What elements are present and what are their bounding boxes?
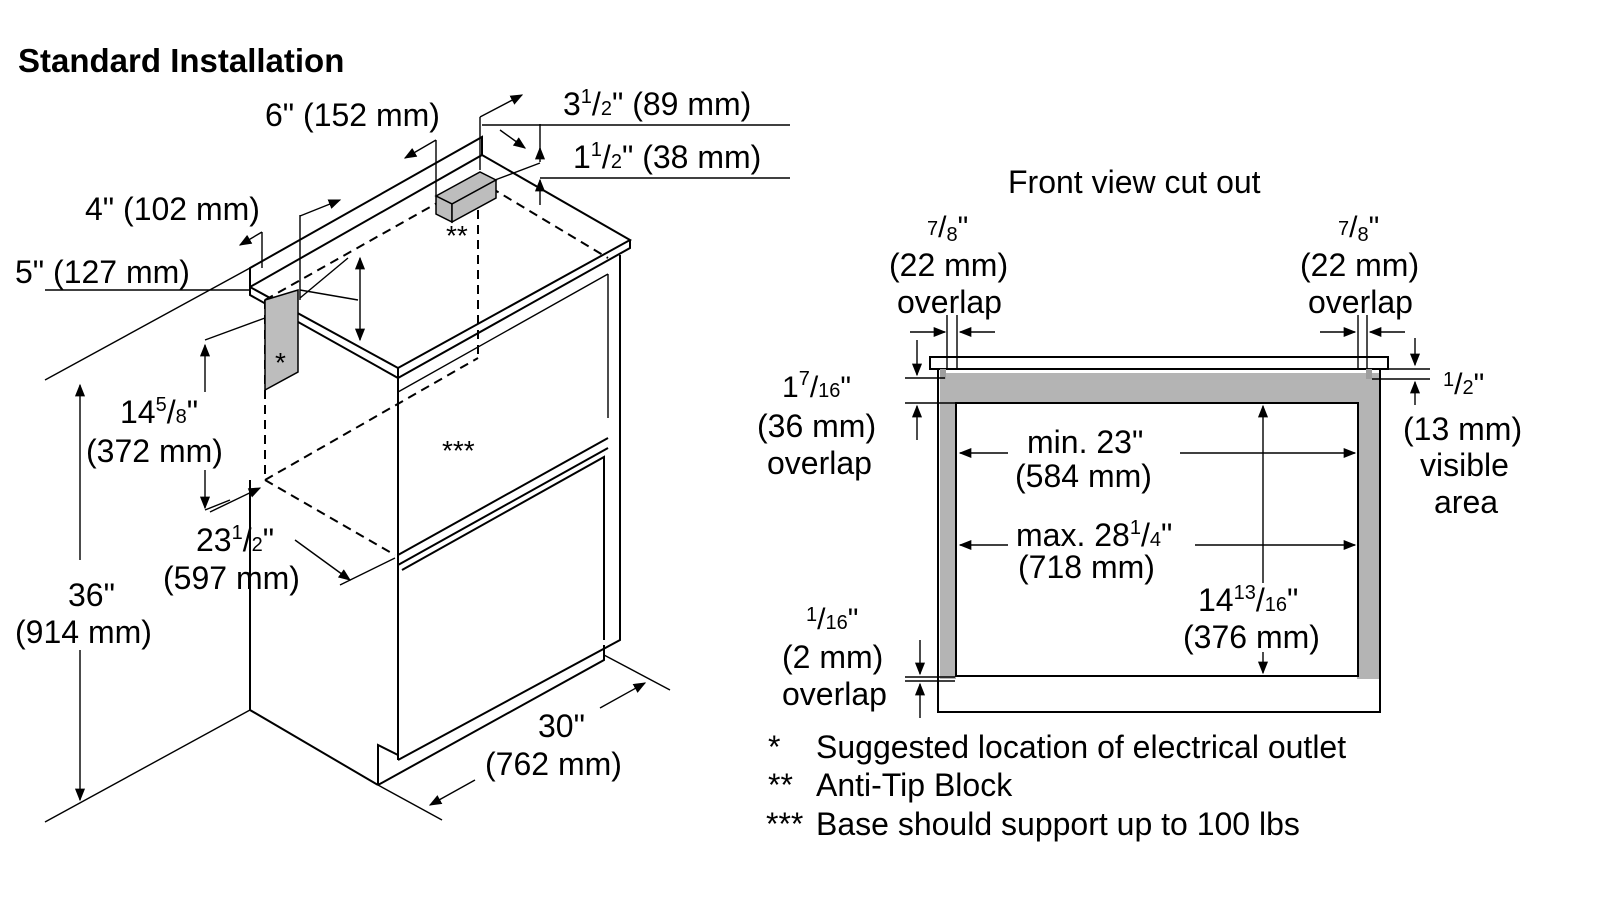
max-width-label: max. 281/4"	[1016, 517, 1172, 553]
right-overlap-frac: 7/8"	[1338, 211, 1379, 246]
max-width-mm: (718 mm)	[1018, 549, 1155, 585]
right-overlap-mm: (22 mm)	[1300, 247, 1419, 283]
legend-mark-1: *	[768, 729, 780, 765]
visible-area-mm: (13 mm)	[1403, 411, 1522, 447]
left-overlap-mm: (22 mm)	[889, 247, 1008, 283]
anti-tip-marker: **	[446, 220, 468, 251]
bottom-overlap-frac: 1/16"	[806, 603, 858, 636]
legend-mark-3: ***	[766, 806, 803, 842]
dim-14-58-mm: (372 mm)	[86, 433, 223, 469]
dim-5in-label: 5" (127 mm)	[15, 254, 190, 290]
dim-14-58-label: 145/8"	[120, 394, 198, 430]
dim-23-12-label: 231/2"	[196, 522, 274, 558]
legend-mark-2: **	[768, 767, 793, 803]
legend-text-3: Base should support up to 100 lbs	[816, 806, 1300, 842]
page-title: Standard Installation	[18, 42, 344, 79]
legend-text-2: Anti-Tip Block	[816, 767, 1013, 803]
front-view-title: Front view cut out	[1008, 164, 1261, 200]
visible-area-word1: visible	[1420, 447, 1509, 483]
dim-23-12-mm: (597 mm)	[163, 560, 300, 596]
min-width-mm: (584 mm)	[1015, 458, 1152, 494]
dim-30-label: 30"	[538, 708, 585, 744]
outlet-marker: *	[275, 347, 286, 378]
dim-4in-label: 4" (102 mm)	[85, 191, 260, 227]
bottom-overlap-word: overlap	[782, 676, 887, 712]
side-overlap-word: overlap	[767, 445, 872, 481]
dim-1half-label: 11/2" (38 mm)	[573, 139, 761, 175]
dim-6in-label: 6" (152 mm)	[265, 97, 440, 133]
bottom-overlap-mm: (2 mm)	[782, 639, 883, 675]
legend-text-1: Suggested location of electrical outlet	[816, 729, 1346, 765]
side-overlap-frac: 17/16"	[782, 368, 851, 404]
height-label: 1413/16"	[1198, 582, 1298, 618]
height-mm: (376 mm)	[1183, 619, 1320, 655]
visible-area-word2: area	[1434, 484, 1498, 520]
left-overlap-frac: 7/8"	[927, 211, 968, 246]
dim-3half-label: 31/2" (89 mm)	[563, 86, 751, 122]
dim-30-mm: (762 mm)	[485, 746, 622, 782]
right-overlap-word: overlap	[1308, 284, 1413, 320]
front-view-drawing	[929, 356, 1389, 713]
dim-36-mm: (914 mm)	[15, 614, 152, 650]
min-width-label: min. 23"	[1027, 424, 1143, 460]
front-dimension-lines	[905, 315, 1430, 718]
base-marker: ***	[442, 435, 475, 466]
left-overlap-word: overlap	[897, 284, 1002, 320]
iso-dimension-lines	[44, 94, 790, 823]
visible-area-frac: 1/2"	[1443, 368, 1484, 401]
side-overlap-mm: (36 mm)	[757, 408, 876, 444]
legend: * Suggested location of electrical outle…	[766, 729, 1346, 842]
isometric-cabinet	[249, 135, 633, 786]
dim-36-label: 36"	[68, 577, 115, 613]
